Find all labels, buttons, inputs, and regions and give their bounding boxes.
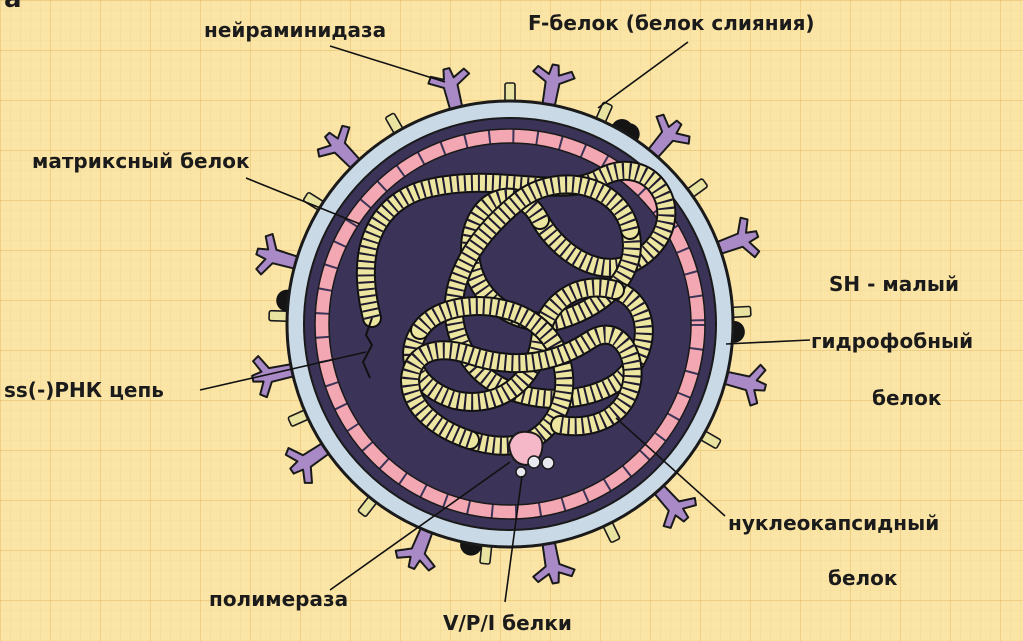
label-nucleocapsid-line2: белок	[828, 568, 898, 588]
label-neuraminidase: нейраминидаза	[204, 20, 386, 40]
vpi-protein-icon	[542, 457, 554, 469]
label-matrix-protein: матриксный белок	[32, 151, 250, 171]
label-sh-protein-line1: SH - малый	[829, 274, 959, 294]
vpi-protein-icon	[516, 467, 526, 477]
label-rna-chain: ss(-)РНК цепь	[4, 380, 164, 400]
label-sh-protein-line3: белок	[872, 388, 942, 408]
label-polymerase: полимераза	[209, 589, 348, 609]
label-f-protein: F-белок (белок слияния)	[528, 13, 815, 33]
corner-letter: a	[4, 0, 22, 12]
vpi-protein-icon	[528, 456, 540, 468]
label-nucleocapsid-line1: нуклеокапсидный	[728, 513, 939, 533]
label-sh-protein-line2: гидрофобный	[811, 331, 973, 351]
label-vpi-proteins: V/P/I белки	[443, 613, 572, 633]
